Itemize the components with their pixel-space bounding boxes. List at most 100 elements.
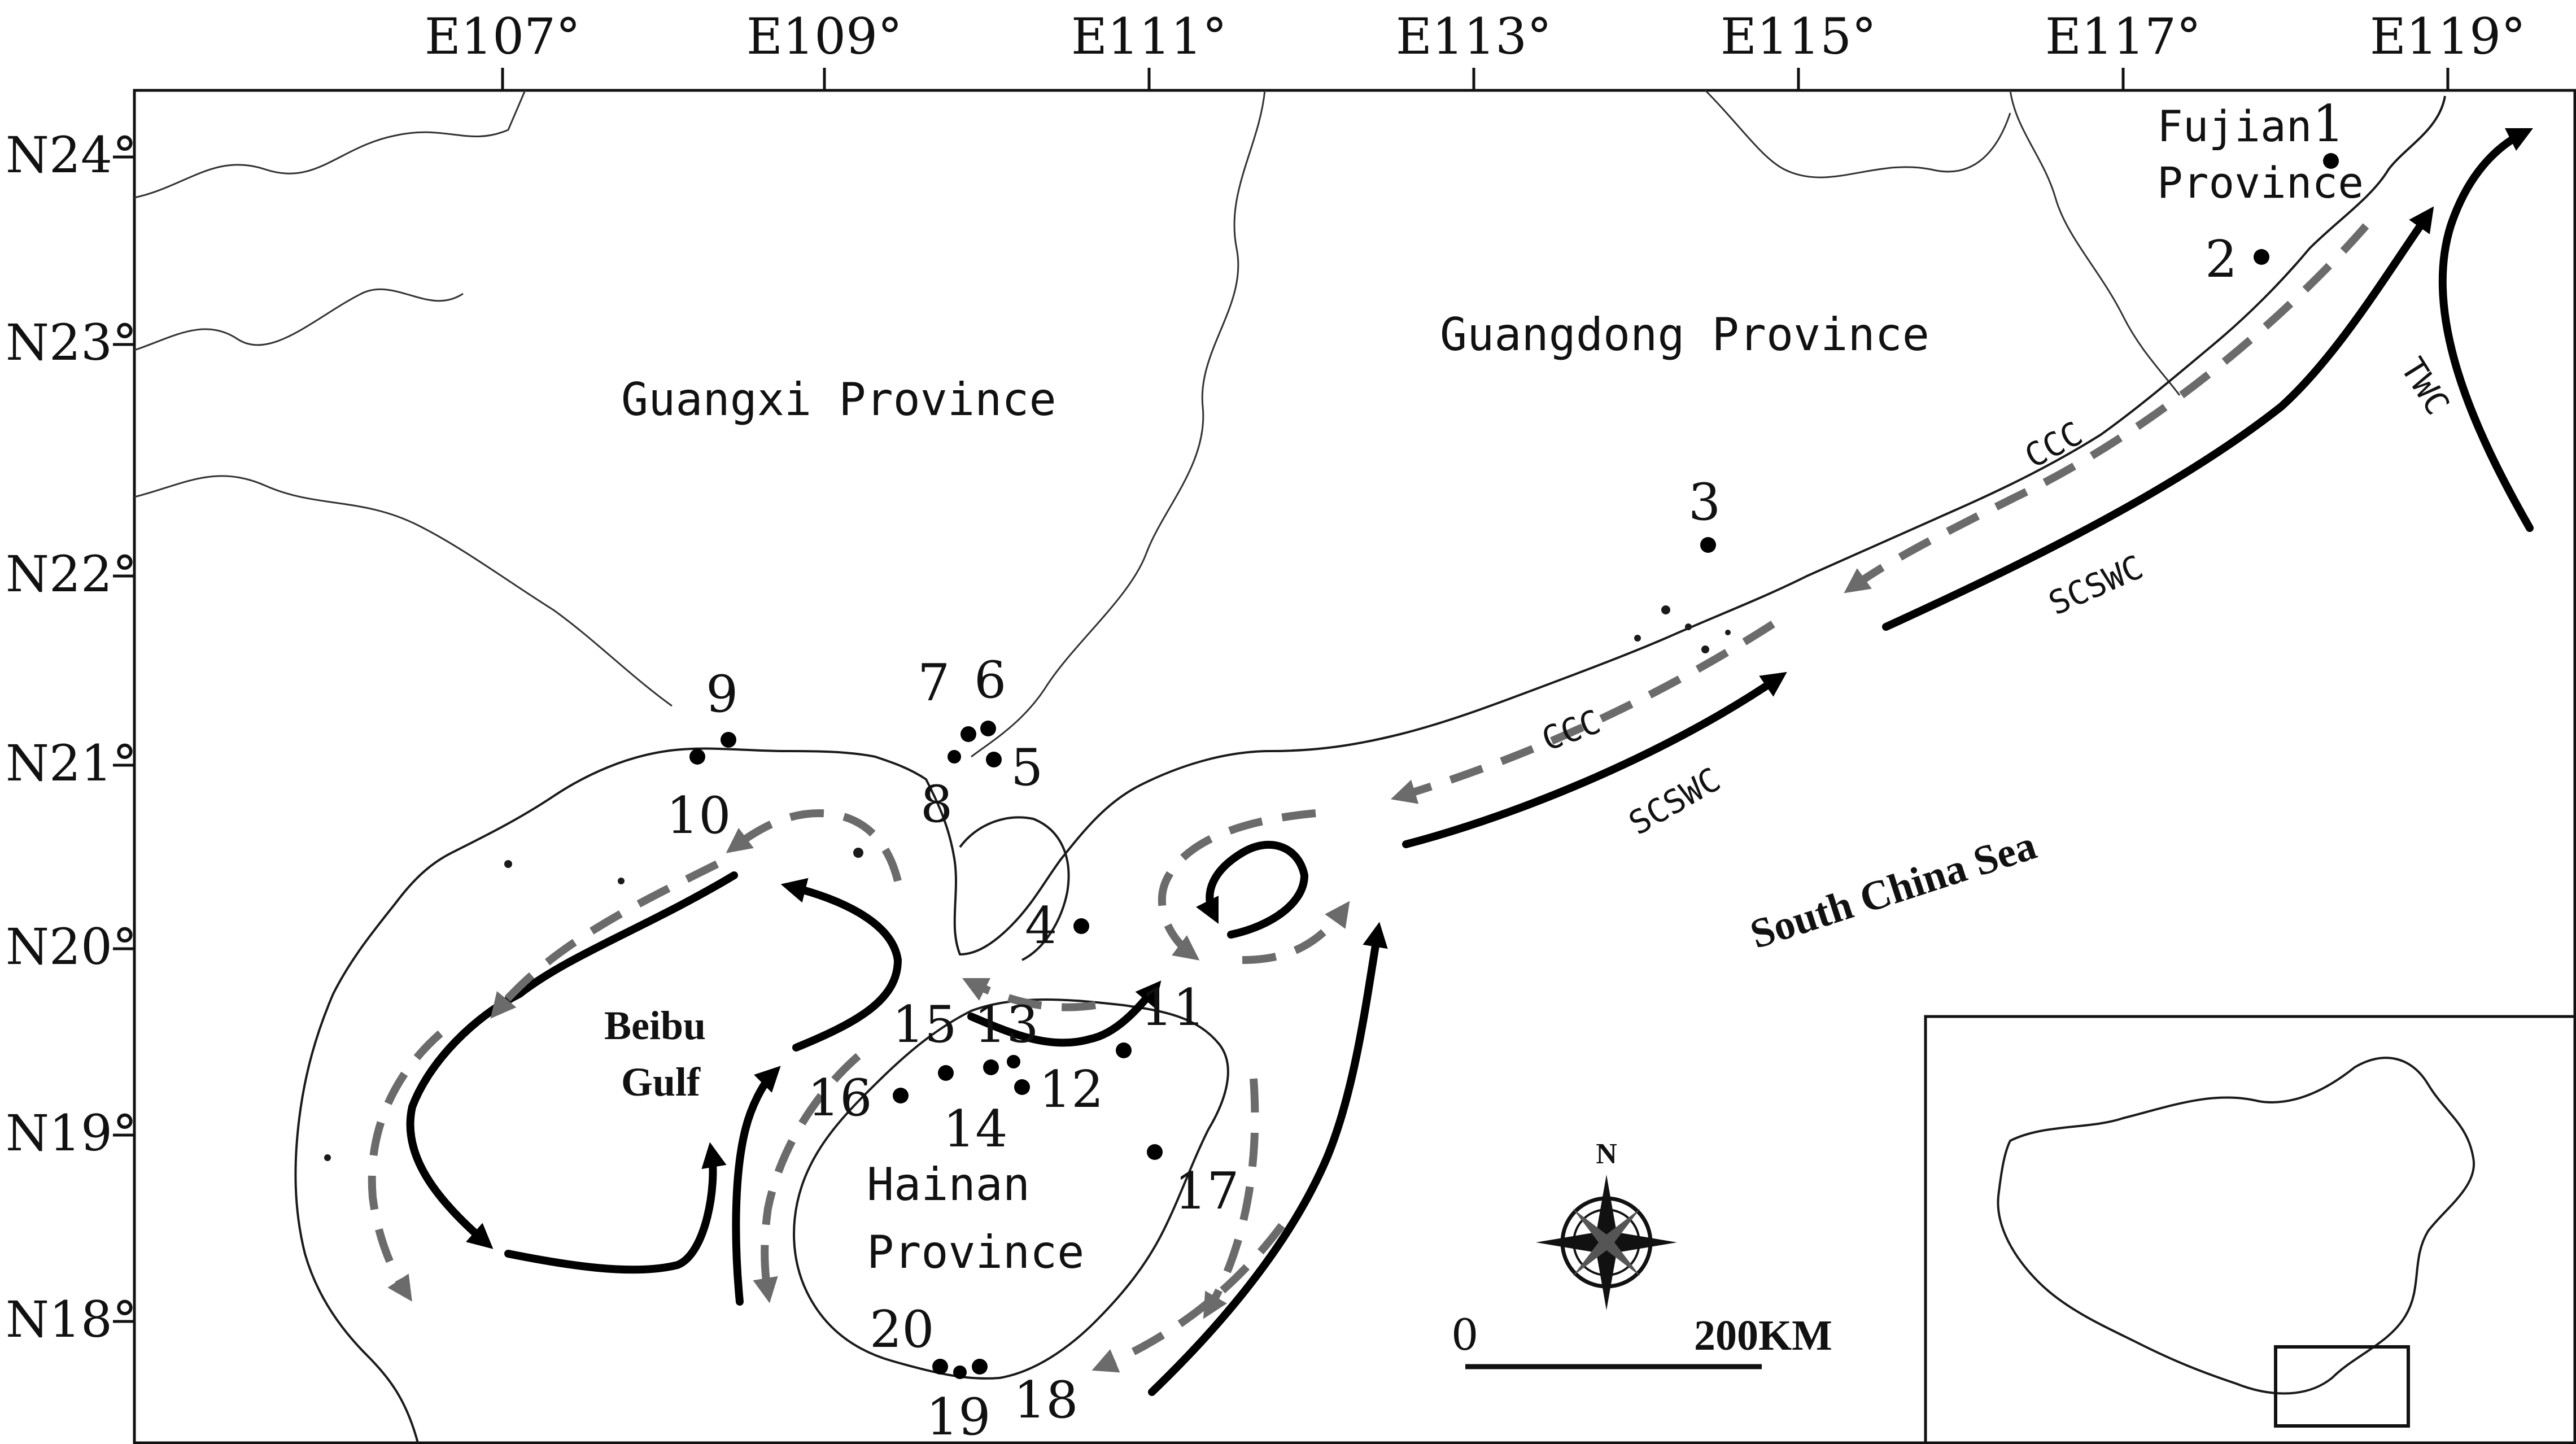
inset-map [1924, 1015, 2576, 1444]
gulf-loop-arrow-a [406, 871, 738, 1249]
site-marker [721, 732, 736, 748]
scswc-east-arrow [1882, 206, 2434, 631]
site-marker [960, 726, 976, 742]
site-label: 10 [666, 786, 731, 845]
site-label: 6 [974, 651, 1006, 710]
site-marker [938, 1065, 954, 1081]
guangxi-label: Guangxi Province [621, 373, 1056, 426]
scswc-west-label: SCSWC [1622, 760, 1727, 843]
fujian-label: Fujian [2157, 101, 2312, 151]
site-marker [689, 749, 705, 765]
gulf-coast-arrow-a [726, 809, 902, 882]
compass-north-label: N [1596, 1138, 1617, 1170]
province-borders [134, 89, 2181, 758]
lat-label: N23° [6, 313, 137, 372]
strait-coast-arrow [962, 978, 1096, 1011]
site-marker [2254, 249, 2269, 265]
site-marker [953, 1366, 967, 1379]
strait-arrow [967, 980, 1162, 1047]
site-marker [948, 750, 961, 764]
hainan-west-coast-arrow [753, 1053, 861, 1303]
hainan-label: Province [867, 1226, 1084, 1279]
hainan-coastline [793, 998, 1229, 1380]
site-label: 2 [2205, 230, 2237, 289]
lat-label: N24° [6, 126, 137, 184]
gulf-coast-arrow-b [490, 860, 719, 1019]
scswc-east-label: SCSWC [2043, 548, 2149, 623]
site-marker [1147, 1144, 1163, 1160]
ccc-east-arrow [1844, 223, 2369, 594]
site-label: 11 [1141, 978, 1206, 1037]
lon-label: E113° [1396, 7, 1552, 66]
site-marker [932, 1359, 948, 1375]
sea-label: South China Sea [1745, 822, 2042, 958]
site-marker [1007, 1055, 1020, 1068]
site-marker [1014, 1079, 1030, 1095]
eddy-coast-arrow [1158, 809, 1316, 961]
hainan-label: Hainan [867, 1158, 1030, 1211]
eddy-arrow [1195, 840, 1309, 939]
sampling-sites [689, 153, 2339, 1379]
site-label: 17 [1175, 1162, 1239, 1221]
site-marker [980, 721, 996, 736]
site-label: 18 [1014, 1371, 1079, 1430]
site-label: 19 [926, 1388, 991, 1444]
lon-label: E107° [425, 7, 580, 66]
site-marker [893, 1088, 909, 1103]
site-label: 15 [892, 995, 957, 1054]
beibu-label: Beibu [604, 1003, 706, 1048]
gulf-coast-arrow-c [368, 1030, 443, 1302]
ccc-east-label: CCC [2019, 414, 2089, 475]
lon-label: E109° [746, 7, 902, 66]
lon-label: E119° [2370, 7, 2526, 66]
coastal-currents [368, 223, 2369, 1373]
lon-label: E117° [2045, 7, 2201, 66]
site-marker [1073, 918, 1089, 934]
lon-label: E111° [1071, 7, 1227, 66]
site-label: 14 [943, 1100, 1008, 1159]
islands [324, 605, 1731, 1161]
warm-currents [406, 128, 2534, 1396]
lat-label: N20° [6, 918, 137, 976]
inset-highlight-box [2274, 1345, 2410, 1428]
guangdong-label: Guangdong Province [1440, 308, 1929, 361]
site-label: 9 [706, 665, 738, 724]
gulf-loop-arrow-d [732, 1066, 781, 1306]
hainan-east-arrow [1148, 922, 1388, 1396]
beibu-label: Gulf [621, 1059, 701, 1105]
site-label: 1 [2312, 94, 2344, 154]
gulf-loop-arrow-b [504, 1142, 727, 1274]
twc-arrow [2438, 128, 2534, 532]
latitude-ticks: N24° N23° N22° N21° N20° N19° N18° [6, 126, 137, 1349]
site-marker [986, 752, 1002, 767]
scale-start-label: 0 [1451, 1310, 1478, 1360]
eddy-coast-arrow-b [1242, 901, 1350, 964]
mainland-coastline [294, 95, 2446, 1443]
lat-label: N18° [6, 1290, 137, 1349]
site-label: 12 [1039, 1060, 1104, 1119]
leizhou-peninsula [959, 816, 1070, 961]
site-label: 8 [920, 775, 953, 834]
scale-end-label: 200KM [1694, 1312, 1832, 1359]
china-outline [1997, 1057, 2475, 1395]
site-label: 20 [870, 1300, 935, 1359]
site-marker [983, 1059, 999, 1075]
site-labels: 1 2 3 4 5 6 7 8 9 10 11 12 13 14 15 16 1… [666, 94, 2344, 1444]
hainan-east-coast-arrow-a [1203, 1078, 1259, 1319]
lat-label: N22° [6, 545, 137, 603]
lat-label: N21° [6, 734, 137, 792]
scale-bar: 0 200KM [1451, 1310, 1832, 1369]
site-marker [972, 1359, 988, 1375]
lat-label: N19° [6, 1104, 137, 1162]
site-label: 16 [807, 1068, 872, 1128]
compass-rose: N [1536, 1138, 1677, 1310]
site-marker [1116, 1042, 1132, 1058]
site-marker [1700, 537, 1716, 553]
site-label: 13 [974, 995, 1039, 1054]
longitude-ticks: E107° E109° E111° E113° E115° E117° E119… [425, 7, 2526, 90]
scswc-west-arrow [1402, 671, 1787, 848]
site-label: 3 [1688, 473, 1721, 532]
site-label: 7 [918, 653, 950, 713]
site-label: 4 [1025, 896, 1057, 956]
